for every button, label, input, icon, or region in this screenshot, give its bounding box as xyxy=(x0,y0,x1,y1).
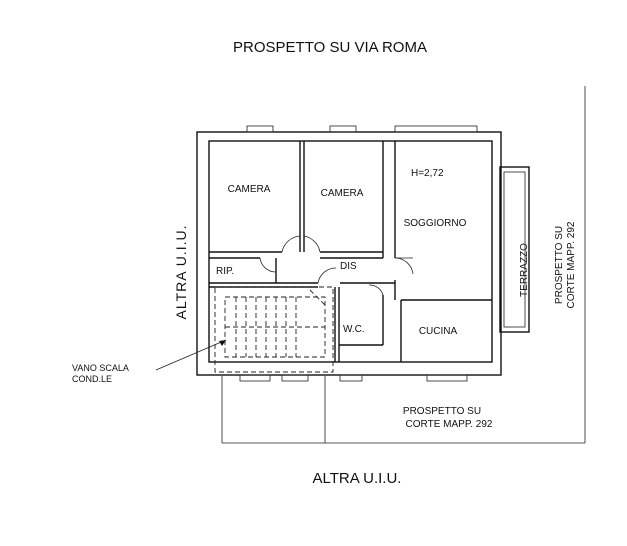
room-soggiorno: SOGGIORNO xyxy=(404,218,467,229)
stair-outline xyxy=(214,286,334,373)
room-height: H=2,72 xyxy=(411,168,444,179)
stair-pointer-head xyxy=(219,340,226,346)
room-rip: RIP. xyxy=(216,266,234,277)
left-side-label: ALTRA U.I.U. xyxy=(173,225,189,320)
top-title: PROSPETTO SU VIA ROMA xyxy=(233,39,427,56)
top-windows xyxy=(246,125,478,133)
room-dis: DIS xyxy=(340,261,357,272)
bottom-right-label-1: PROSPETTO SU xyxy=(403,406,481,417)
right-side-label-2: CORTE MAPP. 292 xyxy=(566,221,577,308)
room-camera-left: CAMERA xyxy=(228,184,271,195)
room-camera-right: CAMERA xyxy=(321,188,364,199)
right-side-label-1: PROSPETTO SU xyxy=(554,226,565,304)
terrace xyxy=(499,166,530,333)
room-wc: W.C. xyxy=(343,324,365,335)
bottom-right-label-2: CORTE MAPP. 292 xyxy=(406,419,493,430)
stair-pointer xyxy=(155,339,227,371)
room-cucina: CUCINA xyxy=(419,326,458,337)
bottom-title: ALTRA U.I.U. xyxy=(313,470,402,487)
terrazzo-label: TERRAZZO xyxy=(519,243,530,297)
stair-label-2: COND.LE xyxy=(72,374,112,384)
bottom-windows xyxy=(239,374,468,382)
stair-label-1: VANO SCALA xyxy=(72,363,129,373)
door-swings xyxy=(259,235,414,296)
outer-walls xyxy=(196,131,502,376)
